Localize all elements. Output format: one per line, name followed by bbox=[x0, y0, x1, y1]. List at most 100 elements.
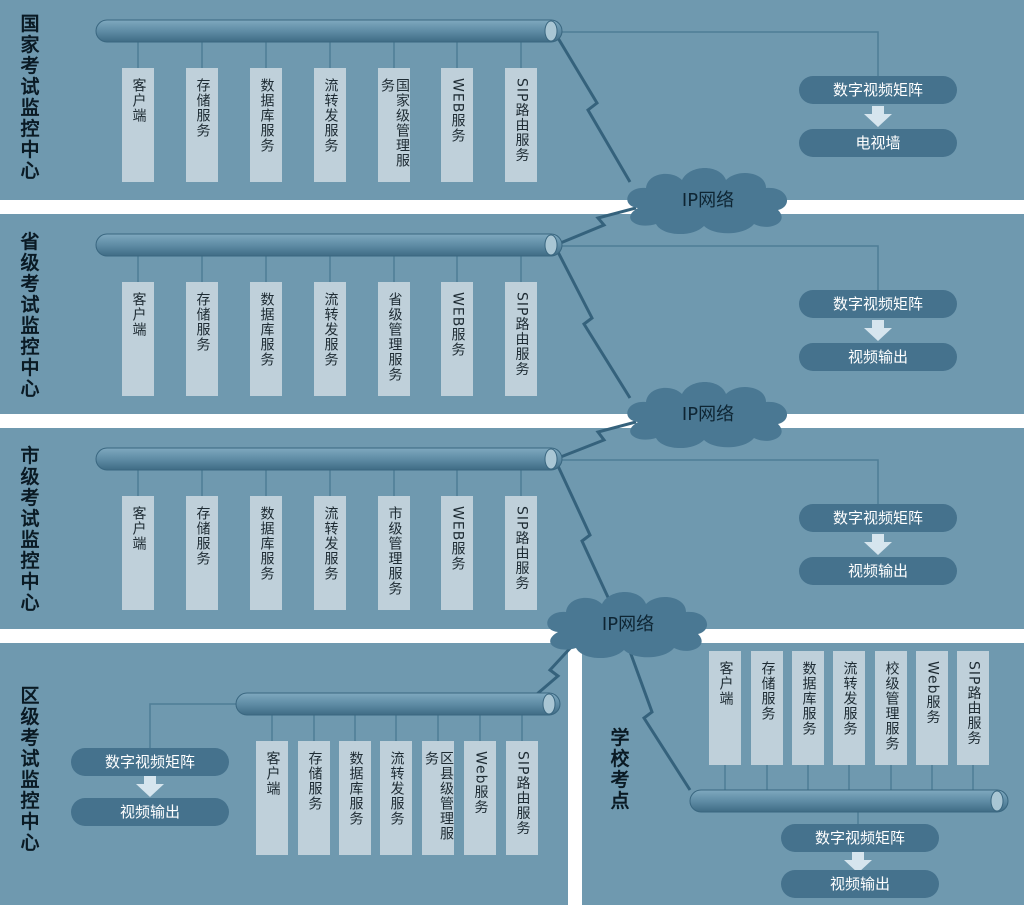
arrows bbox=[136, 106, 892, 873]
service-label: 国家级管理服务 bbox=[379, 78, 410, 168]
pipe-national bbox=[95, 19, 563, 43]
service-label: 流转发服务 bbox=[388, 751, 405, 826]
service-box: 流转发服务 bbox=[314, 282, 346, 396]
service-label: SIP路由服务 bbox=[513, 78, 530, 163]
service-box: 流转发服务 bbox=[314, 68, 346, 182]
network-links bbox=[529, 37, 692, 791]
service-box: 国家级管理服务 bbox=[378, 68, 410, 182]
pipe-provincial bbox=[95, 233, 563, 257]
service-box: SIP路由服务 bbox=[505, 68, 537, 182]
tier-school-links bbox=[724, 765, 974, 825]
service-label: 客户端 bbox=[717, 661, 734, 706]
tier-city-links bbox=[137, 459, 879, 504]
tier-title-national: 国家考试监控中心 bbox=[20, 13, 40, 182]
network-label: IP网络 bbox=[681, 404, 735, 425]
service-label: Web服务 bbox=[472, 751, 489, 815]
output-pill: 视频输出 bbox=[781, 870, 939, 898]
service-box: 数据库服务 bbox=[250, 496, 282, 610]
matrix-pill: 数字视频矩阵 bbox=[799, 76, 957, 104]
service-label: 流转发服务 bbox=[322, 292, 339, 367]
matrix-pill: 数字视频矩阵 bbox=[71, 748, 229, 776]
tier-title-provincial: 省级考试监控中心 bbox=[20, 231, 40, 400]
service-box: 存储服务 bbox=[186, 68, 218, 182]
service-label: 市级管理服务 bbox=[386, 506, 403, 596]
service-label: 流转发服务 bbox=[841, 661, 858, 736]
service-box: 存储服务 bbox=[751, 651, 783, 765]
service-label: SIP路由服务 bbox=[513, 506, 530, 591]
service-box: SIP路由服务 bbox=[957, 651, 989, 765]
service-label: 数据库服务 bbox=[258, 292, 275, 367]
service-box: 数据库服务 bbox=[250, 282, 282, 396]
service-label: 客户端 bbox=[130, 506, 147, 551]
service-box: WEB服务 bbox=[441, 68, 473, 182]
network-label: IP网络 bbox=[681, 190, 735, 211]
service-box: SIP路由服务 bbox=[506, 741, 538, 855]
service-label: 存储服务 bbox=[194, 292, 211, 352]
tier-provincial-links bbox=[137, 245, 879, 290]
service-label: 存储服务 bbox=[759, 661, 776, 721]
service-box: WEB服务 bbox=[441, 282, 473, 396]
matrix-pill: 数字视频矩阵 bbox=[781, 824, 939, 852]
service-box: 存储服务 bbox=[186, 282, 218, 396]
service-box: 市级管理服务 bbox=[378, 496, 410, 610]
service-label: 流转发服务 bbox=[322, 506, 339, 581]
service-label: WEB服务 bbox=[449, 506, 466, 572]
tier-district-links bbox=[149, 703, 523, 748]
output-pill: 视频输出 bbox=[71, 798, 229, 826]
output-pill: 视频输出 bbox=[799, 343, 957, 371]
service-box: 客户端 bbox=[122, 282, 154, 396]
service-box: SIP路由服务 bbox=[505, 282, 537, 396]
output-pill: 视频输出 bbox=[799, 557, 957, 585]
output-pill: 电视墙 bbox=[799, 129, 957, 157]
tier-title-school: 学校考点 bbox=[610, 727, 630, 812]
service-label: 客户端 bbox=[130, 78, 147, 123]
service-label: 数据库服务 bbox=[258, 78, 275, 153]
service-label: 数据库服务 bbox=[800, 661, 817, 736]
pipe-school bbox=[689, 789, 1009, 813]
service-label: 存储服务 bbox=[194, 506, 211, 566]
service-label: WEB服务 bbox=[449, 292, 466, 358]
service-label: 数据库服务 bbox=[258, 506, 275, 581]
service-box: 数据库服务 bbox=[250, 68, 282, 182]
service-label: 数据库服务 bbox=[347, 751, 364, 826]
pipe-city bbox=[95, 447, 563, 471]
service-label: SIP路由服务 bbox=[965, 661, 982, 746]
service-label: SIP路由服务 bbox=[513, 292, 530, 377]
service-box: 流转发服务 bbox=[314, 496, 346, 610]
service-box: 流转发服务 bbox=[833, 651, 865, 765]
service-box: Web服务 bbox=[464, 741, 496, 855]
service-box: 校级管理服务 bbox=[875, 651, 907, 765]
service-label: 省级管理服务 bbox=[386, 292, 403, 382]
service-box: 数据库服务 bbox=[339, 741, 371, 855]
matrix-pill: 数字视频矩阵 bbox=[799, 290, 957, 318]
service-box: 客户端 bbox=[709, 651, 741, 765]
service-box: 区县级管理服务 bbox=[422, 741, 454, 855]
service-label: 区县级管理服务 bbox=[423, 751, 454, 841]
service-box: 流转发服务 bbox=[380, 741, 412, 855]
service-box: 数据库服务 bbox=[792, 651, 824, 765]
network-label: IP网络 bbox=[601, 614, 655, 635]
service-label: 存储服务 bbox=[194, 78, 211, 138]
service-box: 客户端 bbox=[122, 68, 154, 182]
service-box: 存储服务 bbox=[186, 496, 218, 610]
service-label: 客户端 bbox=[264, 751, 281, 796]
pipe-district bbox=[235, 692, 561, 716]
service-label: 校级管理服务 bbox=[883, 661, 900, 751]
service-label: WEB服务 bbox=[449, 78, 466, 144]
matrix-pill: 数字视频矩阵 bbox=[799, 504, 957, 532]
service-box: WEB服务 bbox=[441, 496, 473, 610]
tier-title-city: 市级考试监控中心 bbox=[20, 445, 40, 614]
service-label: 流转发服务 bbox=[322, 78, 339, 153]
service-box: SIP路由服务 bbox=[505, 496, 537, 610]
tier-national-links bbox=[137, 31, 879, 76]
service-label: SIP路由服务 bbox=[514, 751, 531, 836]
service-box: 客户端 bbox=[122, 496, 154, 610]
service-box: 省级管理服务 bbox=[378, 282, 410, 396]
service-label: Web服务 bbox=[924, 661, 941, 725]
service-label: 存储服务 bbox=[306, 751, 323, 811]
service-label: 客户端 bbox=[130, 292, 147, 337]
service-box: 客户端 bbox=[256, 741, 288, 855]
tier-title-district: 区级考试监控中心 bbox=[20, 685, 40, 854]
